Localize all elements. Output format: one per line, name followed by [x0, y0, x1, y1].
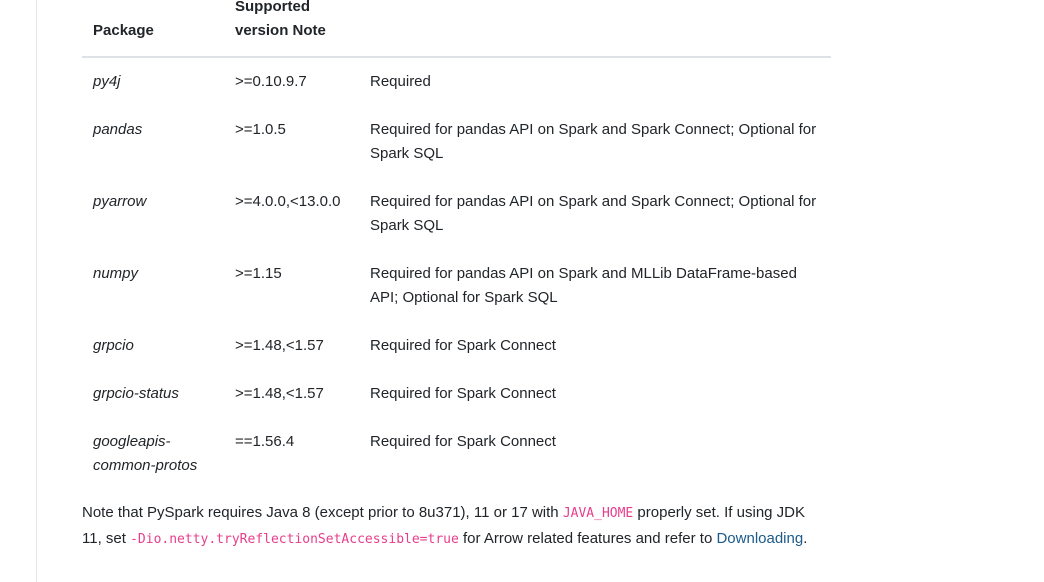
- package-name: pyarrow: [93, 193, 147, 210]
- netty-flag-code: -Dio.netty.tryReflectionSetAccessible=tr…: [130, 531, 459, 547]
- package-note: Required: [370, 73, 431, 90]
- table-row: pyarrow >=4.0.0,<13.0.0 Required for pan…: [82, 178, 831, 250]
- main-content: Package Supported version Note py4j >=0.…: [82, 0, 832, 490]
- package-note: Required for pandas API on Spark and Spa…: [370, 121, 817, 162]
- header-version-note: version Note: [235, 22, 326, 39]
- note-text: Note that PySpark requires Java 8 (excep…: [82, 504, 563, 521]
- package-version: >=1.15: [235, 265, 282, 282]
- table-row: numpy >=1.15 Required for pandas API on …: [82, 250, 831, 322]
- java-home-code: JAVA_HOME: [562, 506, 634, 521]
- package-version: >=1.0.5: [235, 121, 286, 138]
- table-row: grpcio-status >=1.48,<1.57 Required for …: [82, 370, 831, 418]
- package-version: >=1.48,<1.57: [235, 337, 324, 354]
- note-text: .: [803, 529, 808, 547]
- header-note-spacer: [359, 0, 831, 58]
- java-requirement-note: Note that PySpark requires Java 8 (excep…: [82, 501, 822, 552]
- package-name: pandas: [93, 121, 143, 138]
- package-version: >=1.48,<1.57: [235, 385, 324, 402]
- dependencies-table: Package Supported version Note py4j >=0.…: [82, 0, 831, 490]
- downloading-link[interactable]: Downloading: [716, 529, 804, 547]
- table-row: py4j >=0.10.9.7 Required: [82, 57, 831, 106]
- note-text: for Arrow related features and refer to: [458, 529, 717, 547]
- package-name: grpcio-status: [93, 385, 179, 402]
- package-note: Required for Spark Connect: [370, 433, 556, 450]
- package-note: Required for pandas API on Spark and MLL…: [370, 265, 797, 306]
- sidebar-divider: [36, 0, 37, 582]
- table-row: grpcio >=1.48,<1.57 Required for Spark C…: [82, 322, 831, 370]
- package-version: >=4.0.0,<13.0.0: [235, 193, 341, 210]
- package-note: Required for Spark Connect: [370, 337, 556, 354]
- package-name: py4j: [93, 73, 121, 90]
- package-name: numpy: [93, 265, 139, 282]
- package-note: Required for Spark Connect: [370, 385, 556, 402]
- package-name: grpcio: [93, 337, 134, 354]
- package-name: googleapis-common-protos: [93, 433, 198, 474]
- header-supported-version: Supported version Note: [224, 0, 359, 58]
- header-supported: Supported: [235, 0, 310, 15]
- table-row: pandas >=1.0.5 Required for pandas API o…: [82, 106, 831, 178]
- header-package: Package: [82, 0, 224, 58]
- package-note: Required for pandas API on Spark and Spa…: [370, 193, 817, 234]
- table-header-row: Package Supported version Note: [82, 0, 831, 58]
- package-version: ==1.56.4: [235, 433, 295, 450]
- table-row: googleapis-common-protos ==1.56.4 Requir…: [82, 418, 831, 490]
- package-version: >=0.10.9.7: [235, 73, 307, 90]
- note-text: properly set. If using JDK 11, set: [82, 504, 806, 547]
